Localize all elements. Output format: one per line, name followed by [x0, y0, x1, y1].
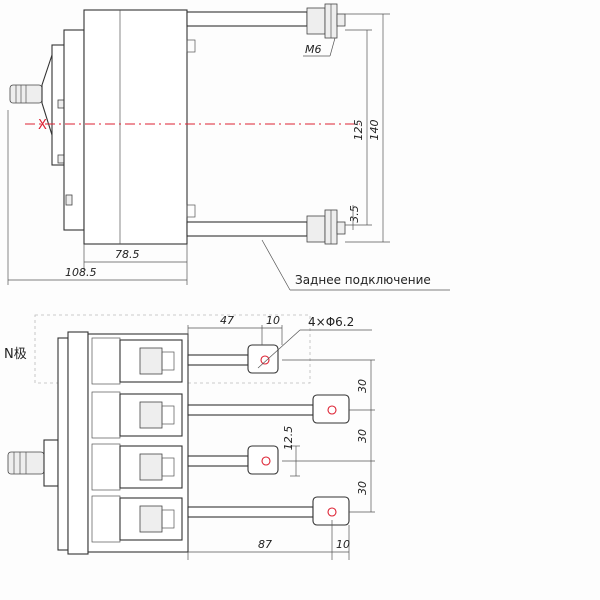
pole-1 — [91, 337, 279, 385]
dim-3-5: 3.5 — [348, 205, 361, 223]
dim-108-5: 108.5 — [65, 266, 97, 279]
rear-terminal-lower — [186, 209, 346, 245]
top-view: N极 — [4, 314, 375, 560]
dim-87: 87 — [258, 538, 272, 551]
dim-125: 125 — [352, 120, 365, 141]
rear-terminal-upper — [186, 3, 346, 39]
dim-30-b: 30 — [356, 429, 369, 443]
dim-m6: M6 — [305, 43, 322, 56]
holes-callout: 4×Φ6.2 — [308, 315, 354, 329]
dim-30-a: 30 — [356, 379, 369, 393]
axis-label: X — [38, 118, 47, 133]
dim-78-5: 78.5 — [115, 248, 140, 261]
switch-body — [83, 9, 188, 245]
dim-30-c: 30 — [356, 481, 369, 495]
dim-12-5: 12.5 — [282, 426, 295, 451]
pole-2 — [91, 391, 350, 439]
pole-3 — [91, 443, 279, 491]
top-handle — [7, 439, 59, 487]
handle-lever — [9, 54, 59, 136]
dim-47: 47 — [220, 314, 234, 327]
rear-connection-callout: Заднее подключение — [295, 273, 431, 287]
side-view: X 125 140 3.5 M6 78.5 108.5 Заднее подкл… — [7, 3, 450, 291]
n-pole-label: N极 — [4, 347, 27, 362]
pole-4 — [91, 495, 350, 543]
dim-140: 140 — [368, 120, 381, 141]
dim-10-top: 10 — [266, 314, 280, 327]
dim-10-bottom: 10 — [336, 538, 350, 551]
